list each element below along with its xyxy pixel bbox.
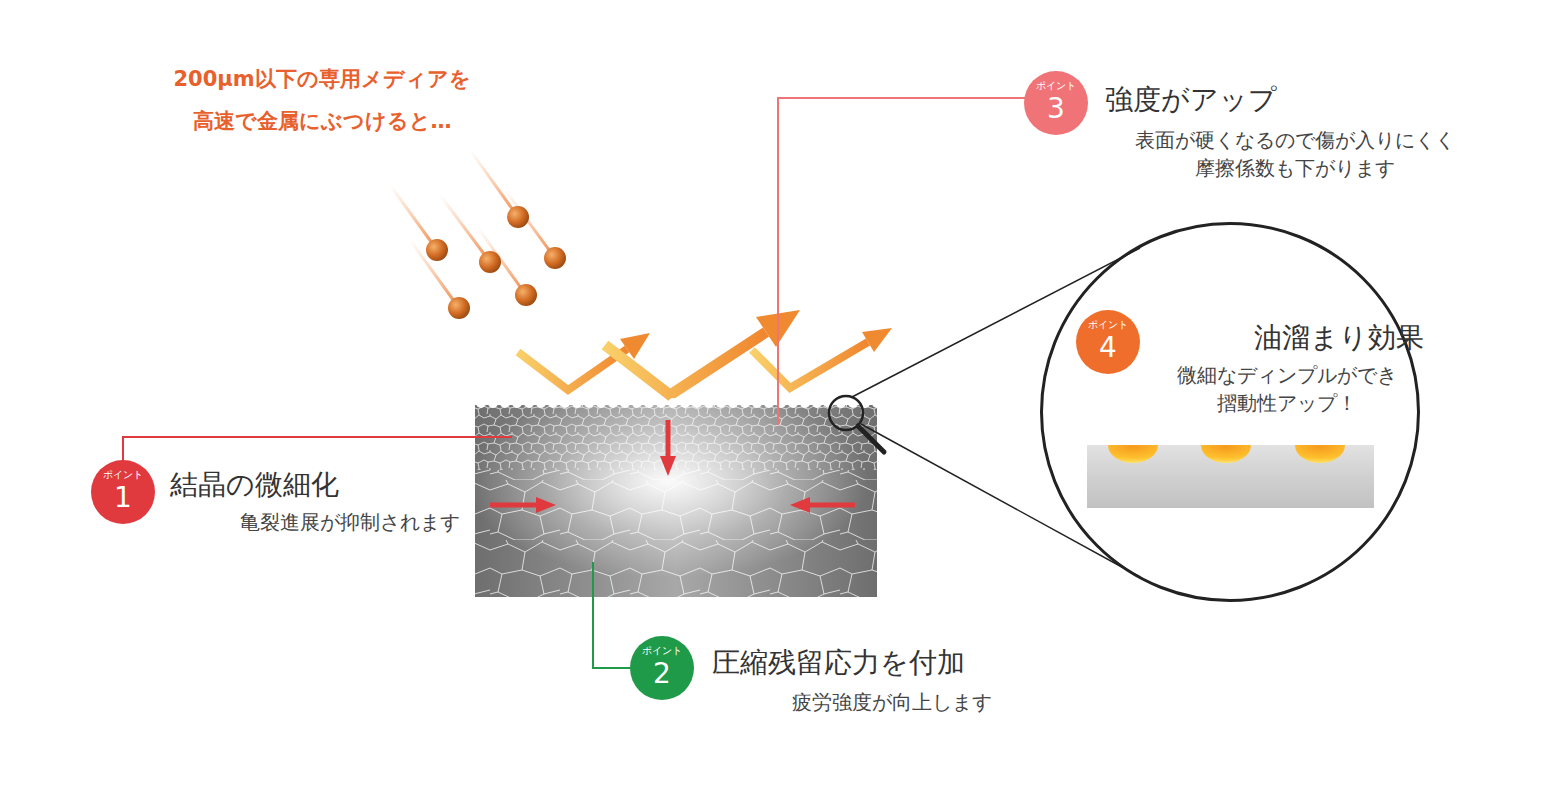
callout-number: 4 [1076,332,1140,364]
point-body: 微細なディンプルができ 摺動性アップ！ [1152,361,1422,417]
stress-arrows [490,420,855,513]
point-badge: ポイント3強度がアップ表面が硬くなるので傷が入りにくく 摩擦係数も下がります [1024,71,1088,135]
shot-media [390,150,566,319]
rebound-arrows [518,310,892,395]
media-note: 200μm以下の専用メディアを 高速で金属にぶつけると… [112,58,532,142]
magnified-circle: 油溜まり効果微細なディンプルができ 摺動性アップ！ポイント4 [1040,222,1420,602]
leader-line [593,562,632,668]
leader-line [778,98,1026,425]
callout-tag: ポイント [91,469,155,481]
metal-block [475,398,882,597]
callout-tag: ポイント [1076,319,1140,331]
point-heading: 油溜まり効果 [1152,321,1526,355]
point-heading: 圧縮残留応力を付加 [712,646,776,680]
dimple-detail [1087,445,1374,508]
callout-number: 3 [1024,93,1088,125]
point-badge: ポイント4 [1076,310,1140,374]
magnifier [829,248,1140,577]
point-badge: ポイント2圧縮残留応力を付加疲労強度が向上します [630,636,694,700]
point-body: 表面が硬くなるので傷が入りにくく 摩擦係数も下がります [1105,126,1485,182]
point-body: 亀裂進展が抑制されます [170,508,530,536]
callout-tag: ポイント [1024,80,1088,92]
leader-line [123,437,512,462]
callout-number: 2 [630,658,694,690]
point-body: 疲労強度が向上します [712,688,1072,716]
point-heading: 強度がアップ [1105,83,1169,117]
callout-tag: ポイント [630,645,694,657]
point-heading: 結晶の微細化 [170,468,234,502]
callout-number: 1 [91,482,155,514]
point-badge: ポイント1結晶の微細化亀裂進展が抑制されます [91,460,155,524]
